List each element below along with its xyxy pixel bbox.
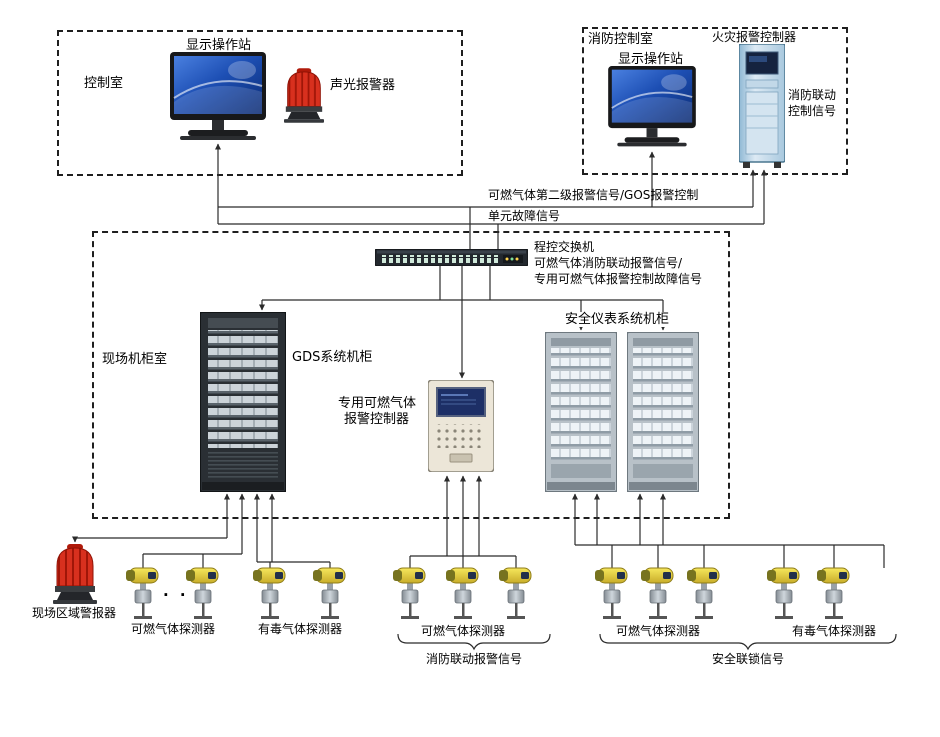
detector-group4-label: 可燃气体探测器: [616, 624, 701, 638]
gas-detector-icon: [252, 567, 286, 620]
gas-detector-icon: [445, 567, 479, 620]
sis-cabinet-1: [545, 332, 617, 492]
fire-alarm-controller-label: 火灾报警控制器: [712, 30, 797, 44]
display-station-label: 显示操作站: [186, 38, 252, 53]
fire-alarm-controller-cabinet: [739, 44, 785, 168]
detector-group5-label: 有毒气体探测器: [792, 624, 877, 638]
gas-detector-icon: [125, 567, 159, 620]
fire-linkage-signal-label-line1: 消防联动: [788, 88, 837, 102]
field-cabinet-room-box: [92, 231, 730, 519]
gas-detector-icon: [640, 567, 674, 620]
sis-cabinet-2: [627, 332, 699, 492]
gas-detector-icon: [498, 567, 532, 620]
gds-system-cabinet: [200, 312, 286, 492]
dedicated-gas-alarm-controller: [428, 380, 494, 472]
gas-detector-icon: [312, 567, 346, 620]
dedicated-controller-label-line1: 专用可燃气体: [338, 396, 417, 411]
fire-display-station-label: 显示操作站: [618, 52, 684, 67]
safety-interlock-signal-label: 安全联锁信号: [712, 652, 785, 666]
gas-detector-icon: [816, 567, 850, 620]
fire-linkage-alarm-signal-label: 消防联动报警信号: [426, 652, 523, 666]
field-cabinet-room-label: 现场机柜室: [102, 352, 168, 367]
switch-signal-label-line1: 可燃气体消防联动报警信号/: [534, 256, 683, 270]
sound-light-alarm-label: 声光报警器: [330, 78, 396, 93]
switch-label: 程控交换机: [534, 240, 595, 254]
field-area-alarm-icon: [53, 544, 97, 604]
detector-group2-label: 有毒气体探测器: [258, 622, 343, 636]
detector-group1-label: 可燃气体探测器: [131, 622, 216, 636]
bus-signal-label-line1: 可燃气体第二级报警信号/GOS报警控制: [488, 188, 699, 202]
gas-detector-icon: [185, 567, 219, 620]
detector-ellipsis: · ·: [163, 586, 189, 604]
fire-display-station-monitor: [608, 66, 696, 148]
switch-signal-label-line2: 专用可燃气体报警控制故障信号: [534, 272, 703, 286]
program-controlled-switch: [375, 249, 528, 266]
control-room-box: [57, 30, 463, 176]
dedicated-controller-label-line2: 报警控制器: [344, 412, 410, 427]
gas-detector-icon: [686, 567, 720, 620]
gas-detector-icon: [766, 567, 800, 620]
control-room-label: 控制室: [84, 76, 124, 91]
bus-signal-label-line2: 单元故障信号: [488, 209, 561, 223]
display-station-monitor: [170, 52, 266, 141]
fire-control-room-label: 消防控制室: [588, 32, 654, 47]
detector-group3-label: 可燃气体探测器: [421, 624, 506, 638]
gds-cabinet-label: GDS系统机柜: [292, 350, 373, 365]
gas-detector-icon: [392, 567, 426, 620]
sis-cabinet-label: 安全仪表系统机柜: [564, 312, 671, 327]
gas-detector-icon: [594, 567, 628, 620]
fire-linkage-signal-label-line2: 控制信号: [788, 104, 837, 118]
sound-light-alarm-icon: [284, 68, 324, 123]
connection-lines: [72, 143, 897, 651]
fire-control-room-box: [582, 27, 848, 175]
field-area-alarm-label: 现场区域警报器: [32, 606, 117, 620]
